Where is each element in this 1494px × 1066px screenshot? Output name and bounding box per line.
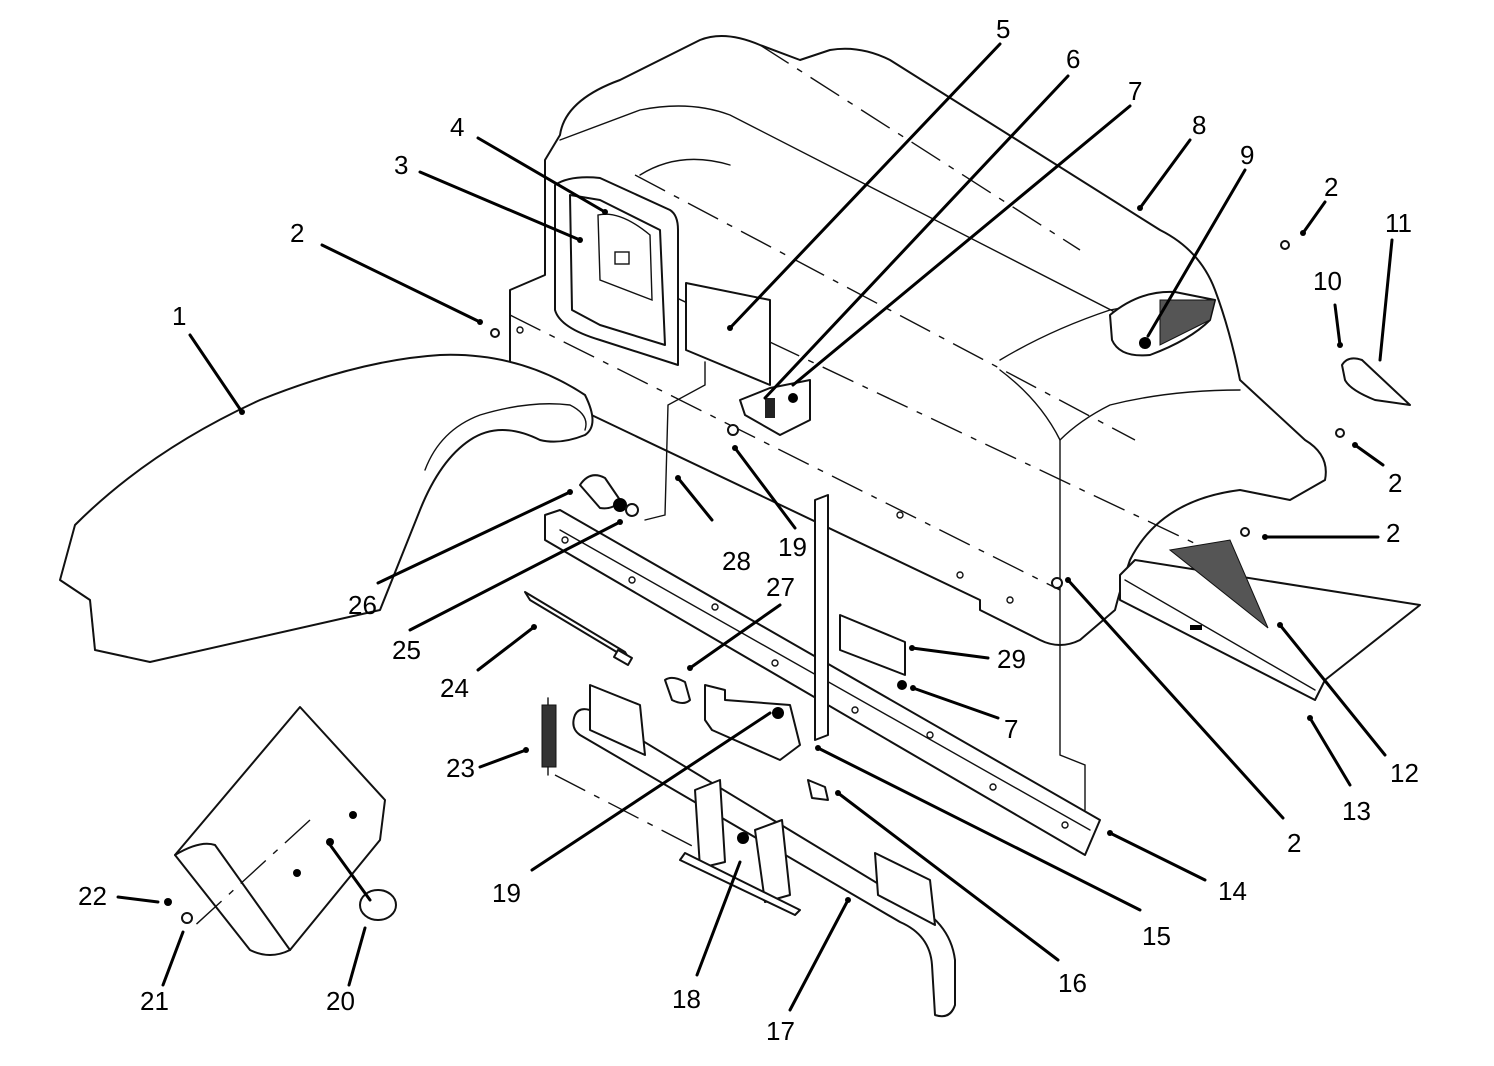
- callout-2: 2: [1287, 828, 1301, 858]
- callout-2: 2: [290, 218, 304, 248]
- callout-15: 15: [1142, 921, 1171, 951]
- callout-3: 3: [394, 150, 408, 180]
- shaft-24: [524, 591, 691, 704]
- callout-7: 7: [1004, 714, 1018, 744]
- callout-4: 4: [450, 112, 464, 142]
- chute-20-22: [164, 706, 397, 956]
- callout-2: 2: [1388, 468, 1402, 498]
- callout-24: 24: [440, 673, 469, 703]
- callout-10: 10: [1313, 266, 1342, 296]
- control-rod-28: [490, 240, 1345, 690]
- callout-28: 28: [722, 546, 751, 576]
- callout-16: 16: [1058, 968, 1087, 998]
- callout-26: 26: [348, 590, 377, 620]
- leader-lines: [116, 42, 1394, 1012]
- callout-labels: 1 2 2 2 2 2 3 4 5 6 7 7 8 9 10 11 12 13 …: [78, 14, 1419, 1046]
- bracket-15: [814, 494, 829, 741]
- callout-22: 22: [78, 881, 107, 911]
- callout-17: 17: [766, 1016, 795, 1046]
- callout-20: 20: [326, 986, 355, 1016]
- callout-8: 8: [1192, 110, 1206, 140]
- callout-11: 11: [1385, 208, 1412, 238]
- side-panel-12: [1119, 539, 1421, 701]
- callout-2: 2: [1324, 172, 1338, 202]
- callout-2: 2: [1386, 518, 1400, 548]
- callout-7: 7: [1128, 76, 1142, 106]
- callout-29: 29: [997, 644, 1026, 674]
- callout-21: 21: [140, 986, 169, 1016]
- handle-17: [572, 684, 956, 1018]
- callout-19: 19: [778, 532, 807, 562]
- callout-1: 1: [172, 301, 186, 331]
- callout-6: 6: [1066, 44, 1080, 74]
- callout-14: 14: [1218, 876, 1247, 906]
- callout-9: 9: [1240, 140, 1254, 170]
- callout-5: 5: [996, 14, 1010, 44]
- callout-27: 27: [766, 572, 795, 602]
- callout-25: 25: [392, 635, 421, 665]
- callout-23: 23: [446, 753, 475, 783]
- bracket-27-part: [704, 684, 829, 801]
- callout-13: 13: [1342, 796, 1371, 826]
- callout-18: 18: [672, 984, 701, 1014]
- leader-dots: [239, 205, 1358, 903]
- fender: [59, 353, 594, 663]
- hood-shroud: [509, 35, 1327, 811]
- spring-23: [541, 697, 701, 851]
- clip-10-11: [1341, 357, 1411, 406]
- callout-12: 12: [1390, 758, 1419, 788]
- callout-19: 19: [492, 878, 521, 908]
